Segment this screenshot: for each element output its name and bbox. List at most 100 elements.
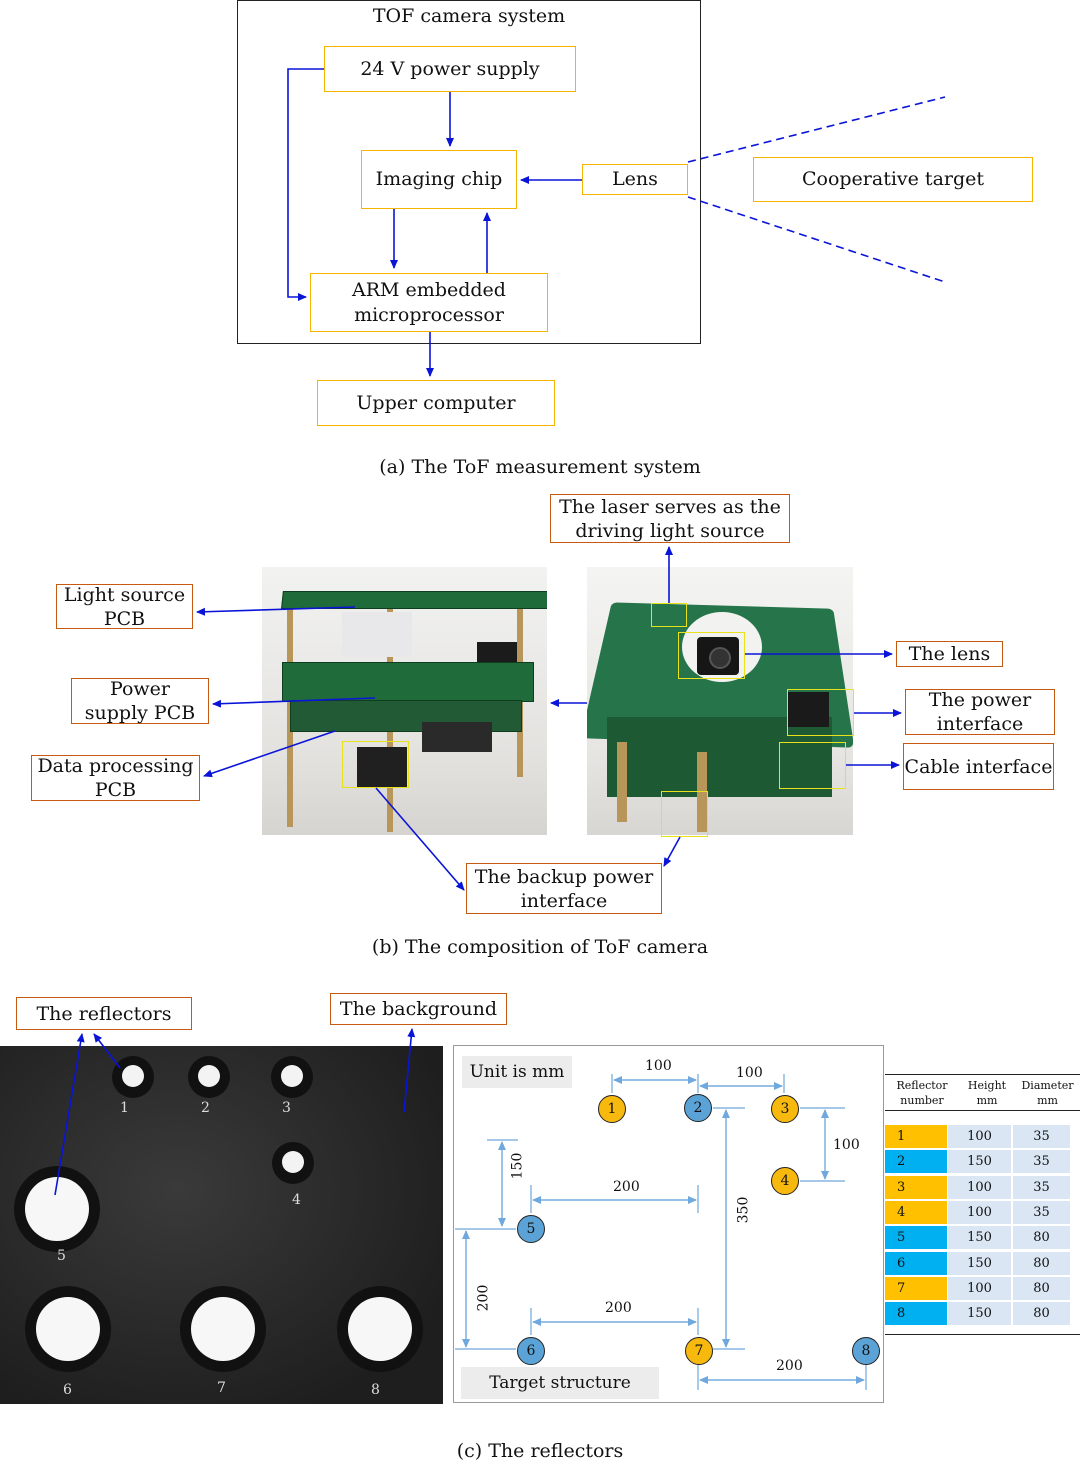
caption-b: (b) The composition of ToF camera [371, 936, 709, 958]
arrow-light-pcb [196, 606, 356, 616]
dim-100-top-right: 100 [736, 1065, 763, 1081]
photo-number-4: 4 [292, 1192, 301, 1208]
table-cell-number: 8 [885, 1302, 947, 1326]
photo-number-5: 5 [57, 1248, 66, 1264]
table-cell-height: 100 [948, 1175, 1011, 1199]
cable-interface-highlight [779, 742, 846, 789]
table-cell-height: 150 [948, 1150, 1011, 1174]
table-cell-number: 1 [885, 1125, 947, 1149]
table-cell-height: 100 [948, 1201, 1011, 1225]
laser-highlight [651, 603, 687, 627]
background-label: The background [330, 993, 507, 1025]
table-cell-number: 2 [885, 1150, 947, 1174]
table-cell-number: 6 [885, 1251, 947, 1275]
photo-number-1: 1 [120, 1100, 129, 1116]
target-circle-7: 7 [685, 1337, 713, 1365]
photo-number-2: 2 [201, 1100, 210, 1116]
reflector-1 [112, 1056, 154, 1098]
photo-number-7: 7 [217, 1380, 226, 1396]
lens-highlight [678, 632, 745, 679]
caption-c: (c) The reflectors [456, 1440, 624, 1461]
reflector-photo: 1 2 3 4 5 6 7 8 [0, 1046, 443, 1404]
table-cell-diameter: 80 [1013, 1226, 1070, 1250]
photo-number-8: 8 [371, 1382, 380, 1398]
arrow-data-pcb [203, 730, 336, 778]
arrow-power-pcb [212, 697, 376, 708]
imaging-chip-box: Imaging chip [361, 150, 517, 209]
table-cell-height: 150 [948, 1251, 1011, 1275]
cooperative-target-box: Cooperative target [753, 157, 1033, 202]
tof-system-frame [237, 0, 701, 344]
target-circle-4: 4 [771, 1167, 799, 1195]
reflector-5 [14, 1166, 100, 1252]
power-supply-box: 24 V power supply [324, 46, 576, 92]
dim-200-lower: 200 [605, 1300, 632, 1316]
power-interface-highlight [787, 689, 854, 736]
power-interface-label: The power interface [905, 689, 1055, 735]
target-circle-6: 6 [517, 1337, 545, 1365]
camera-top-photo [587, 567, 853, 835]
table-cell-number: 4 [885, 1201, 947, 1225]
reflector-7 [180, 1286, 266, 1372]
reflector-8 [337, 1286, 423, 1372]
reflectors-label: The reflectors [16, 997, 192, 1030]
backup-power-label: The backup power interface [466, 863, 662, 914]
target-structure-label: Target structure [461, 1367, 659, 1399]
the-lens-label: The lens [896, 641, 1003, 667]
table-cell-diameter: 35 [1013, 1150, 1070, 1174]
dim-200-upper: 200 [613, 1179, 640, 1195]
table-cell-height: 100 [948, 1125, 1011, 1149]
fov-upper [687, 96, 946, 163]
photo-number-3: 3 [282, 1100, 291, 1116]
light-source-pcb-label: Light source PCB [56, 584, 193, 630]
table-cell-height: 100 [948, 1276, 1011, 1300]
table-cell-number: 7 [885, 1276, 947, 1300]
table-cell-height: 150 [948, 1226, 1011, 1250]
table-cell-diameter: 35 [1013, 1175, 1070, 1199]
reflector-2 [188, 1056, 230, 1098]
lens-box: Lens [582, 164, 688, 195]
arrow-reflector-1 [93, 1033, 121, 1069]
cable-interface-label: Cable interface [903, 743, 1054, 790]
target-circle-8: 8 [852, 1337, 880, 1365]
unit-label: Unit is mm [462, 1056, 572, 1088]
table-cell-diameter: 80 [1013, 1302, 1070, 1326]
backup-power-highlight-right [661, 791, 708, 837]
arrow-power-to-arm [287, 68, 324, 301]
target-circle-3: 3 [771, 1095, 799, 1123]
target-circle-1: 1 [598, 1095, 626, 1123]
table-cell-diameter: 80 [1013, 1276, 1070, 1300]
target-circle-5: 5 [517, 1215, 545, 1243]
dim-100-right: 100 [833, 1137, 860, 1153]
data-processing-pcb-label: Data processing PCB [31, 755, 200, 801]
caption-a: (a) The ToF measurement system [379, 456, 701, 478]
tof-system-title: TOF camera system [372, 5, 566, 27]
table-cell-diameter: 35 [1013, 1201, 1070, 1225]
upper-computer-box: Upper computer [317, 380, 555, 426]
reflector-6 [25, 1286, 111, 1372]
photo-number-6: 6 [63, 1382, 72, 1398]
fov-lower [687, 196, 946, 283]
reflector-4 [272, 1142, 314, 1184]
arrow-backup-left [375, 787, 465, 891]
dim-200-bottom: 200 [776, 1358, 803, 1374]
arrow-reflector-5 [54, 1033, 85, 1196]
arrow-backup-right [663, 836, 681, 867]
table-cell-height: 150 [948, 1302, 1011, 1326]
table-cell-number: 5 [885, 1226, 947, 1250]
laser-label: The laser serves as the driving light so… [550, 494, 790, 543]
backup-power-highlight-left [342, 741, 409, 788]
table-cell-diameter: 35 [1013, 1125, 1070, 1149]
